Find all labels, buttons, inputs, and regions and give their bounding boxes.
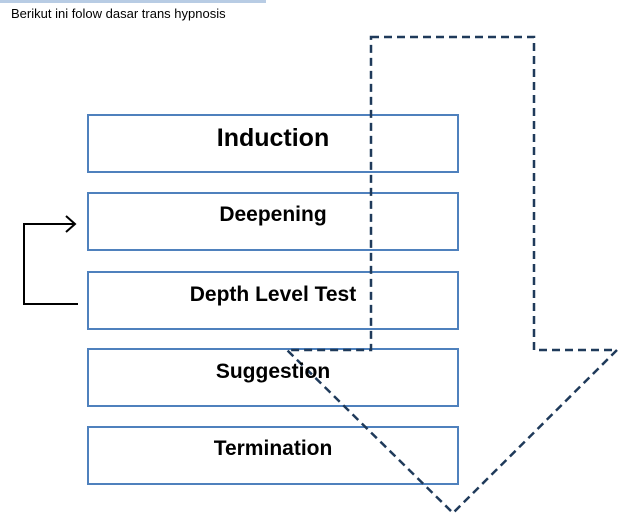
step-box-termination (87, 426, 459, 485)
step-box-suggestion (87, 348, 459, 407)
loop-back-arrow (23, 223, 78, 305)
step-box-induction (87, 114, 459, 173)
step-box-deepening (87, 192, 459, 251)
step-box-depth-level-test (87, 271, 459, 330)
loop-arrow-head-icon (65, 215, 77, 233)
diagram-caption: Berikut ini folow dasar trans hypnosis (11, 6, 226, 21)
top-accent-line (0, 0, 266, 3)
